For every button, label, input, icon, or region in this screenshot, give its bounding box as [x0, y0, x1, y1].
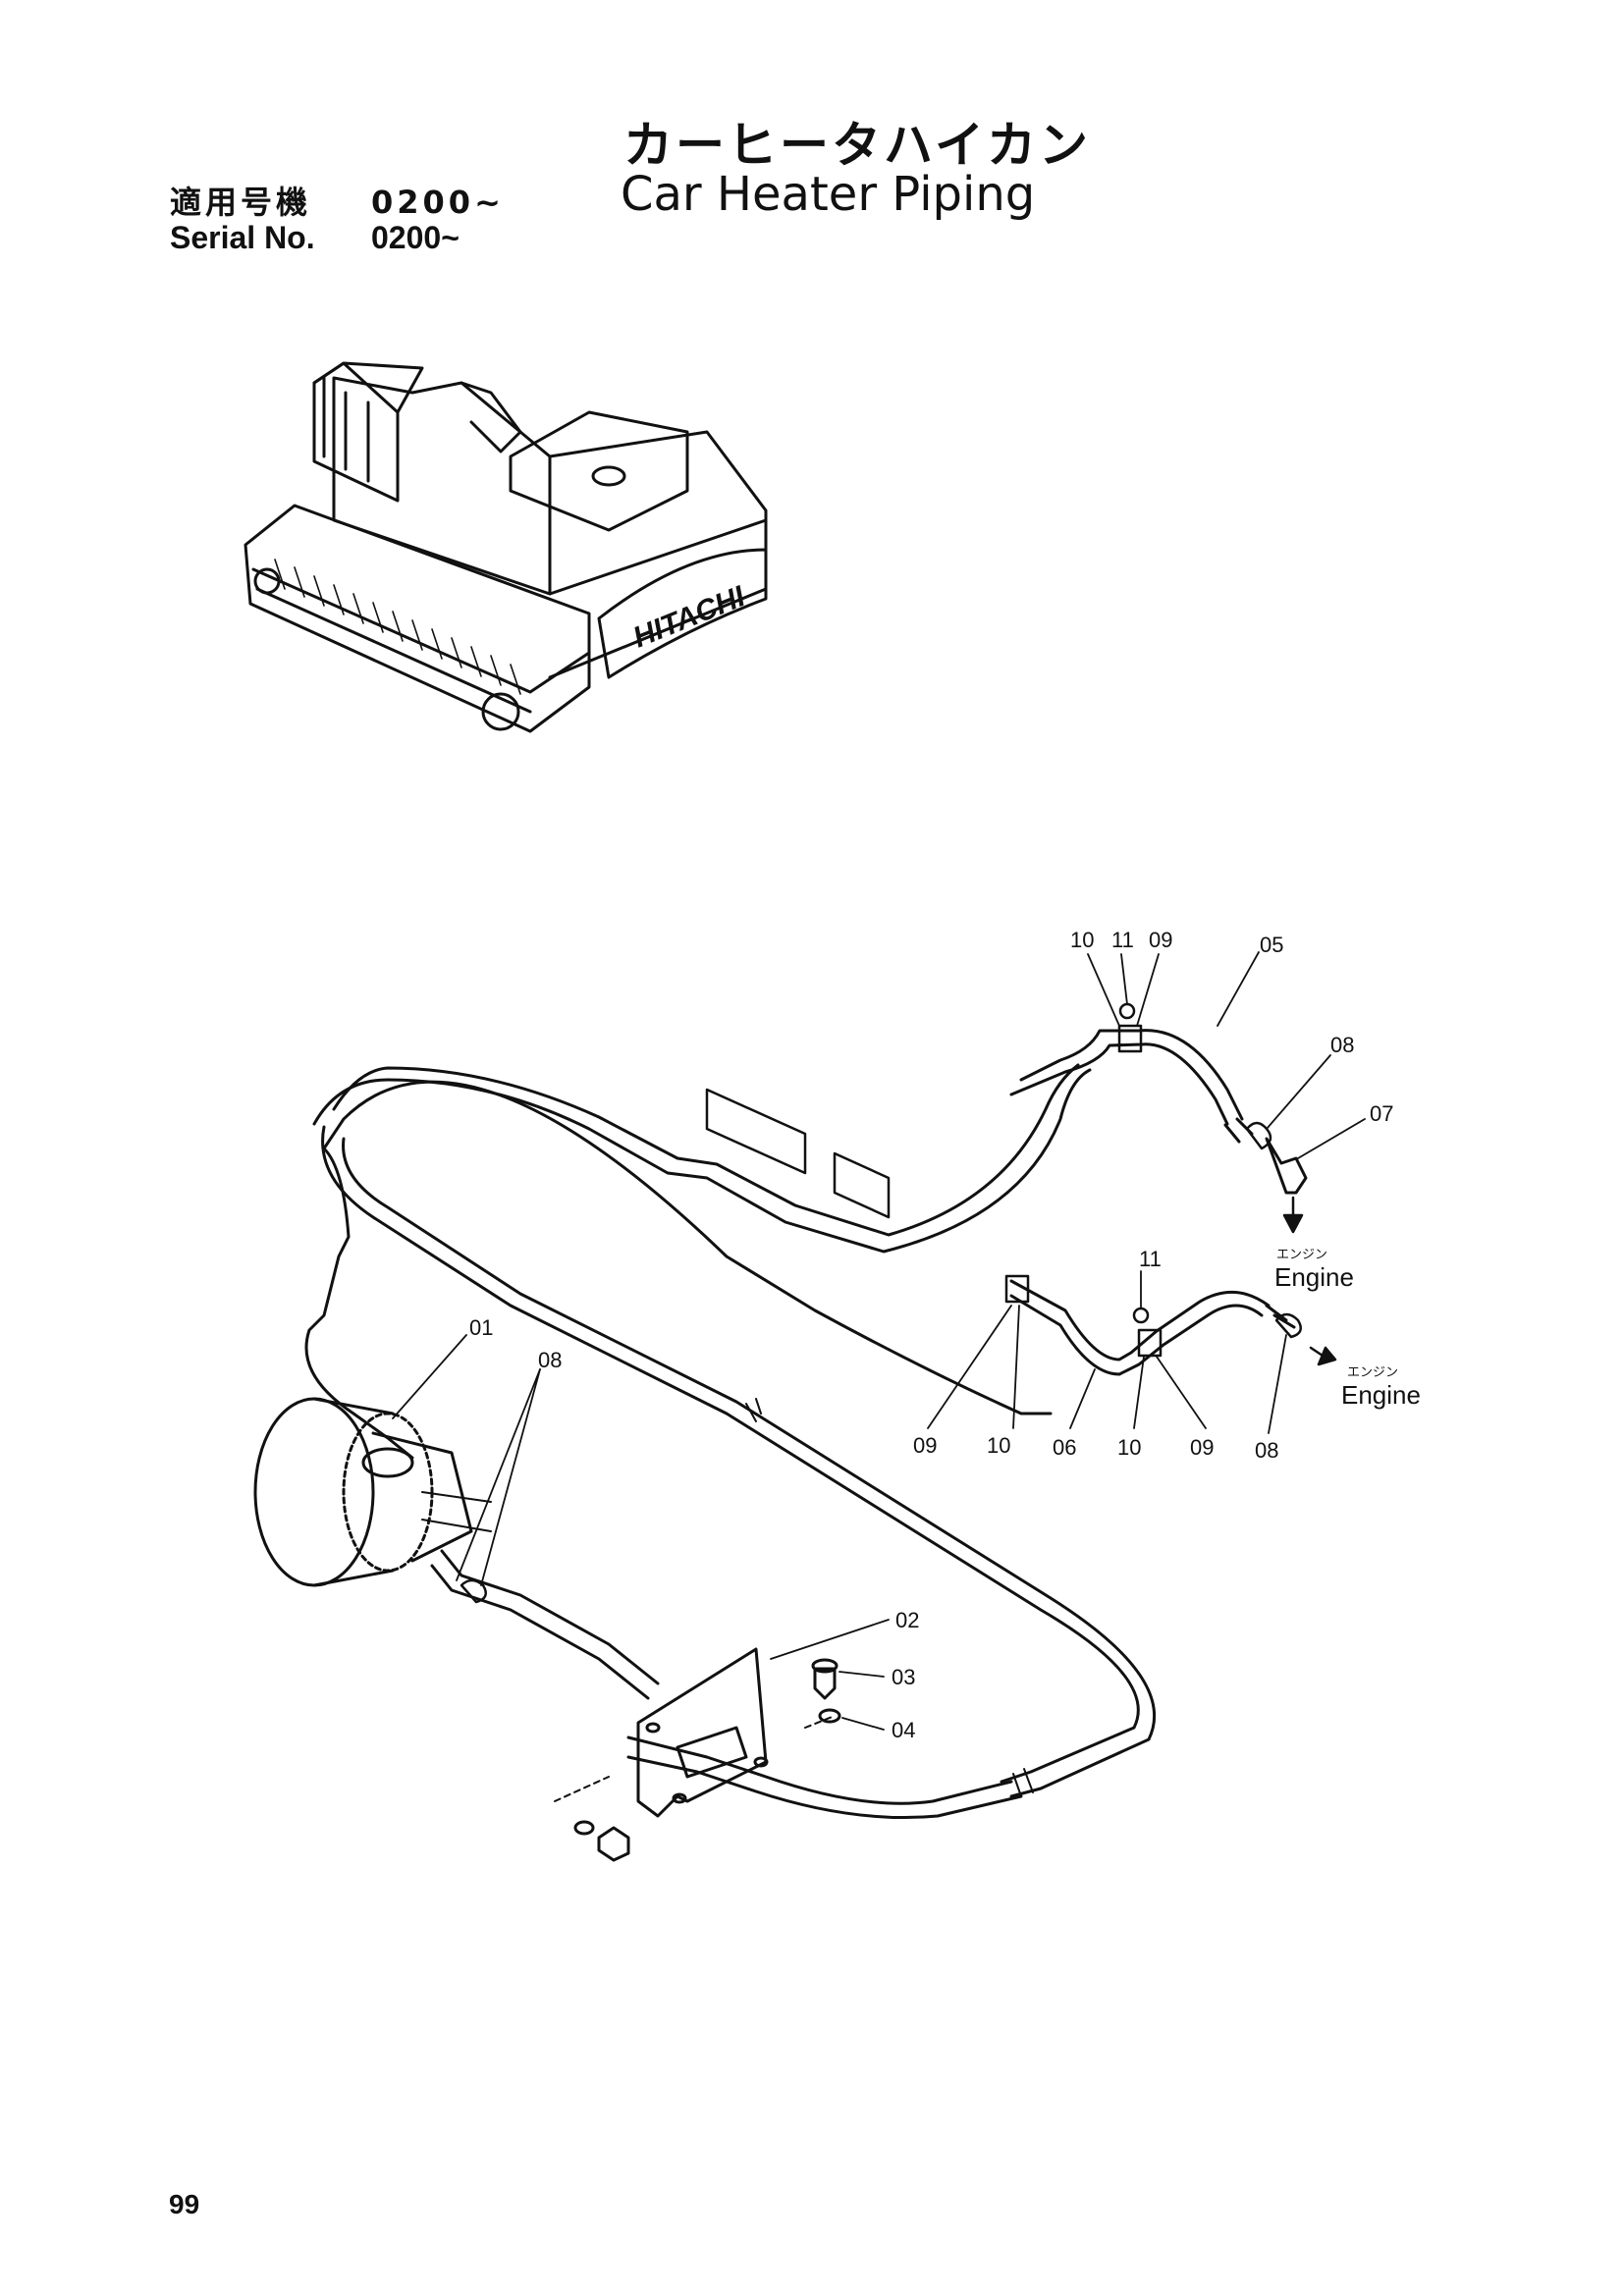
callout-08-bottom: 08 — [1255, 1438, 1278, 1463]
engine-label-japanese-lower: エンジン — [1347, 1364, 1398, 1379]
callout-11-mid: 11 — [1139, 1247, 1162, 1271]
serial-label-english: Serial No. — [170, 220, 315, 255]
callout-11-top: 11 — [1111, 928, 1134, 952]
serial-row-japanese: 適用号機 0200~ — [170, 187, 505, 218]
callout-07: 07 — [1370, 1101, 1393, 1126]
heater-unit — [253, 1397, 492, 1587]
callout-10-right: 10 — [1117, 1435, 1141, 1460]
serial-value-japanese: 0200~ — [371, 184, 505, 221]
engine-label-lower: Engine — [1341, 1380, 1421, 1410]
callout-10-left: 10 — [987, 1433, 1010, 1458]
callout-09-left: 09 — [913, 1433, 937, 1458]
callout-09-right: 09 — [1190, 1435, 1214, 1460]
serial-label-japanese: 適用号機 — [170, 184, 312, 221]
callout-03: 03 — [892, 1665, 915, 1689]
pipe-clips — [705, 1088, 891, 1219]
title-japanese: カーヒータハイカン — [623, 117, 1091, 174]
leader-lines — [392, 951, 1366, 1731]
fasteners — [554, 1658, 841, 1862]
heater-pipe-loop — [304, 1063, 1157, 1820]
engine-arrows — [1282, 1196, 1337, 1366]
callout-06: 06 — [1053, 1435, 1076, 1460]
serial-row-english: Serial No. 0200~ — [170, 222, 460, 253]
upper-branch-hose — [1009, 1029, 1308, 1195]
callout-09-top: 09 — [1149, 928, 1172, 952]
engine-label-upper: Engine — [1274, 1262, 1354, 1292]
excavator-illustration: HITACHI — [243, 361, 768, 733]
lower-branch-hose — [1009, 1279, 1296, 1376]
callout-labels: 01 08 02 03 04 10 11 09 05 08 07 11 09 1… — [469, 928, 1421, 1742]
serial-value-english: 0200~ — [371, 220, 460, 255]
page-number: 99 — [169, 2189, 200, 2219]
callout-02: 02 — [895, 1608, 919, 1632]
mounting-bracket — [636, 1647, 769, 1818]
callout-04: 04 — [892, 1718, 915, 1742]
callout-10-top: 10 — [1070, 928, 1094, 952]
engine-label-japanese-upper: エンジン — [1276, 1247, 1327, 1261]
heater-feed-hoses — [430, 1549, 660, 1700]
callout-01: 01 — [469, 1315, 493, 1340]
machine-brand-text: HITACHI — [628, 580, 750, 655]
callout-05: 05 — [1260, 933, 1283, 957]
callout-08-left: 08 — [538, 1348, 562, 1372]
callout-08-top: 08 — [1330, 1033, 1354, 1057]
title-english: Car Heater Piping — [621, 167, 1036, 222]
